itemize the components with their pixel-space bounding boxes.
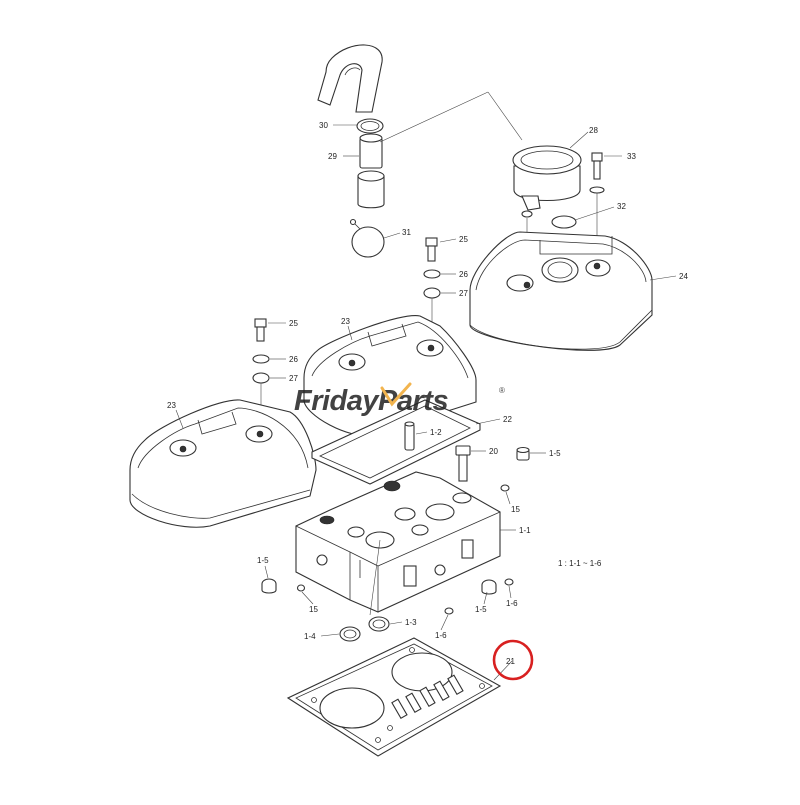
label-26-left: 26 bbox=[289, 355, 298, 364]
washer-26-upper bbox=[423, 269, 441, 279]
assembly-note: 1 : 1-1 ~ 1-6 bbox=[558, 559, 602, 568]
label-30: 30 bbox=[319, 121, 328, 130]
label-25-left: 25 bbox=[289, 319, 298, 328]
plug-1-5-top bbox=[516, 446, 530, 461]
pin-line-center bbox=[369, 539, 381, 616]
plug-1-6-bottom bbox=[444, 607, 454, 615]
label-1-2: 1-2 bbox=[430, 428, 442, 437]
highlight-marker-21: 21 bbox=[492, 639, 534, 681]
grommet-27-upper bbox=[423, 287, 441, 299]
bolt-25-upper bbox=[425, 237, 438, 262]
label-1-5-right: 1-5 bbox=[475, 605, 487, 614]
watermark-registered-mark: ® bbox=[499, 386, 505, 395]
label-21: 21 bbox=[506, 657, 515, 666]
watermark-logo: FridayParts ® bbox=[294, 382, 505, 417]
label-1-1: 1-1 bbox=[519, 526, 531, 535]
hose-routing-line bbox=[379, 91, 489, 143]
watermark-text: FridayParts bbox=[294, 385, 448, 417]
label-15-top: 15 bbox=[511, 505, 520, 514]
label-27-upper: 27 bbox=[459, 289, 468, 298]
watermark-check-accent bbox=[380, 382, 412, 407]
label-28: 28 bbox=[589, 126, 598, 135]
label-1-3: 1-3 bbox=[405, 618, 417, 627]
part-labels: 30 29 28 33 32 31 25 26 27 24 25 26 27 2… bbox=[167, 121, 688, 641]
small-washer bbox=[521, 210, 533, 218]
label-32: 32 bbox=[617, 202, 626, 211]
hose-clamp-30 bbox=[356, 118, 384, 134]
label-26-upper: 26 bbox=[459, 270, 468, 279]
cylinder-head-1-1 bbox=[295, 471, 501, 613]
label-1-5-top: 1-5 bbox=[549, 449, 561, 458]
washer-26-left bbox=[252, 354, 270, 364]
seal-1-4 bbox=[339, 626, 361, 642]
dowel-pin-1-2 bbox=[404, 421, 415, 451]
label-33: 33 bbox=[627, 152, 636, 161]
head-gasket-21 bbox=[286, 637, 502, 757]
label-1-6-right: 1-6 bbox=[506, 599, 518, 608]
label-22: 22 bbox=[503, 415, 512, 424]
label-23-middle: 23 bbox=[341, 317, 350, 326]
bolt-20 bbox=[455, 445, 471, 482]
pin-15-top bbox=[500, 484, 510, 492]
label-24: 24 bbox=[679, 272, 688, 281]
o-ring-32 bbox=[551, 215, 577, 229]
seal-1-3 bbox=[368, 616, 390, 632]
label-1-5-left: 1-5 bbox=[257, 556, 269, 565]
washer-near-33 bbox=[589, 186, 605, 194]
label-15-left: 15 bbox=[309, 605, 318, 614]
breather-hose bbox=[317, 44, 383, 113]
pin-15-left bbox=[296, 584, 306, 592]
hose-tube-29 bbox=[359, 133, 383, 169]
label-20: 20 bbox=[489, 447, 498, 456]
bolt-33 bbox=[591, 152, 603, 180]
label-31: 31 bbox=[402, 228, 411, 237]
label-1-6-bottom: 1-6 bbox=[435, 631, 447, 640]
label-27-left: 27 bbox=[289, 374, 298, 383]
label-25-upper: 25 bbox=[459, 235, 468, 244]
plug-1-5-left bbox=[261, 578, 277, 594]
o-ring-31 bbox=[349, 218, 385, 258]
leader-lines bbox=[175, 124, 677, 681]
valve-cover-23-left bbox=[129, 399, 317, 528]
valve-cover-24 bbox=[469, 231, 653, 351]
label-1-4: 1-4 bbox=[304, 632, 316, 641]
plug-1-6-right bbox=[504, 578, 514, 586]
grommet-27-left bbox=[252, 372, 270, 384]
oil-separator-28 bbox=[512, 145, 582, 211]
hose-routing-line-2 bbox=[487, 91, 523, 141]
hose-tube-lower bbox=[357, 170, 385, 209]
bolt-25-left bbox=[254, 318, 267, 342]
label-23-left: 23 bbox=[167, 401, 176, 410]
cover-gasket-22 bbox=[311, 399, 481, 485]
plug-1-5-right bbox=[481, 579, 497, 595]
label-29: 29 bbox=[328, 152, 337, 161]
